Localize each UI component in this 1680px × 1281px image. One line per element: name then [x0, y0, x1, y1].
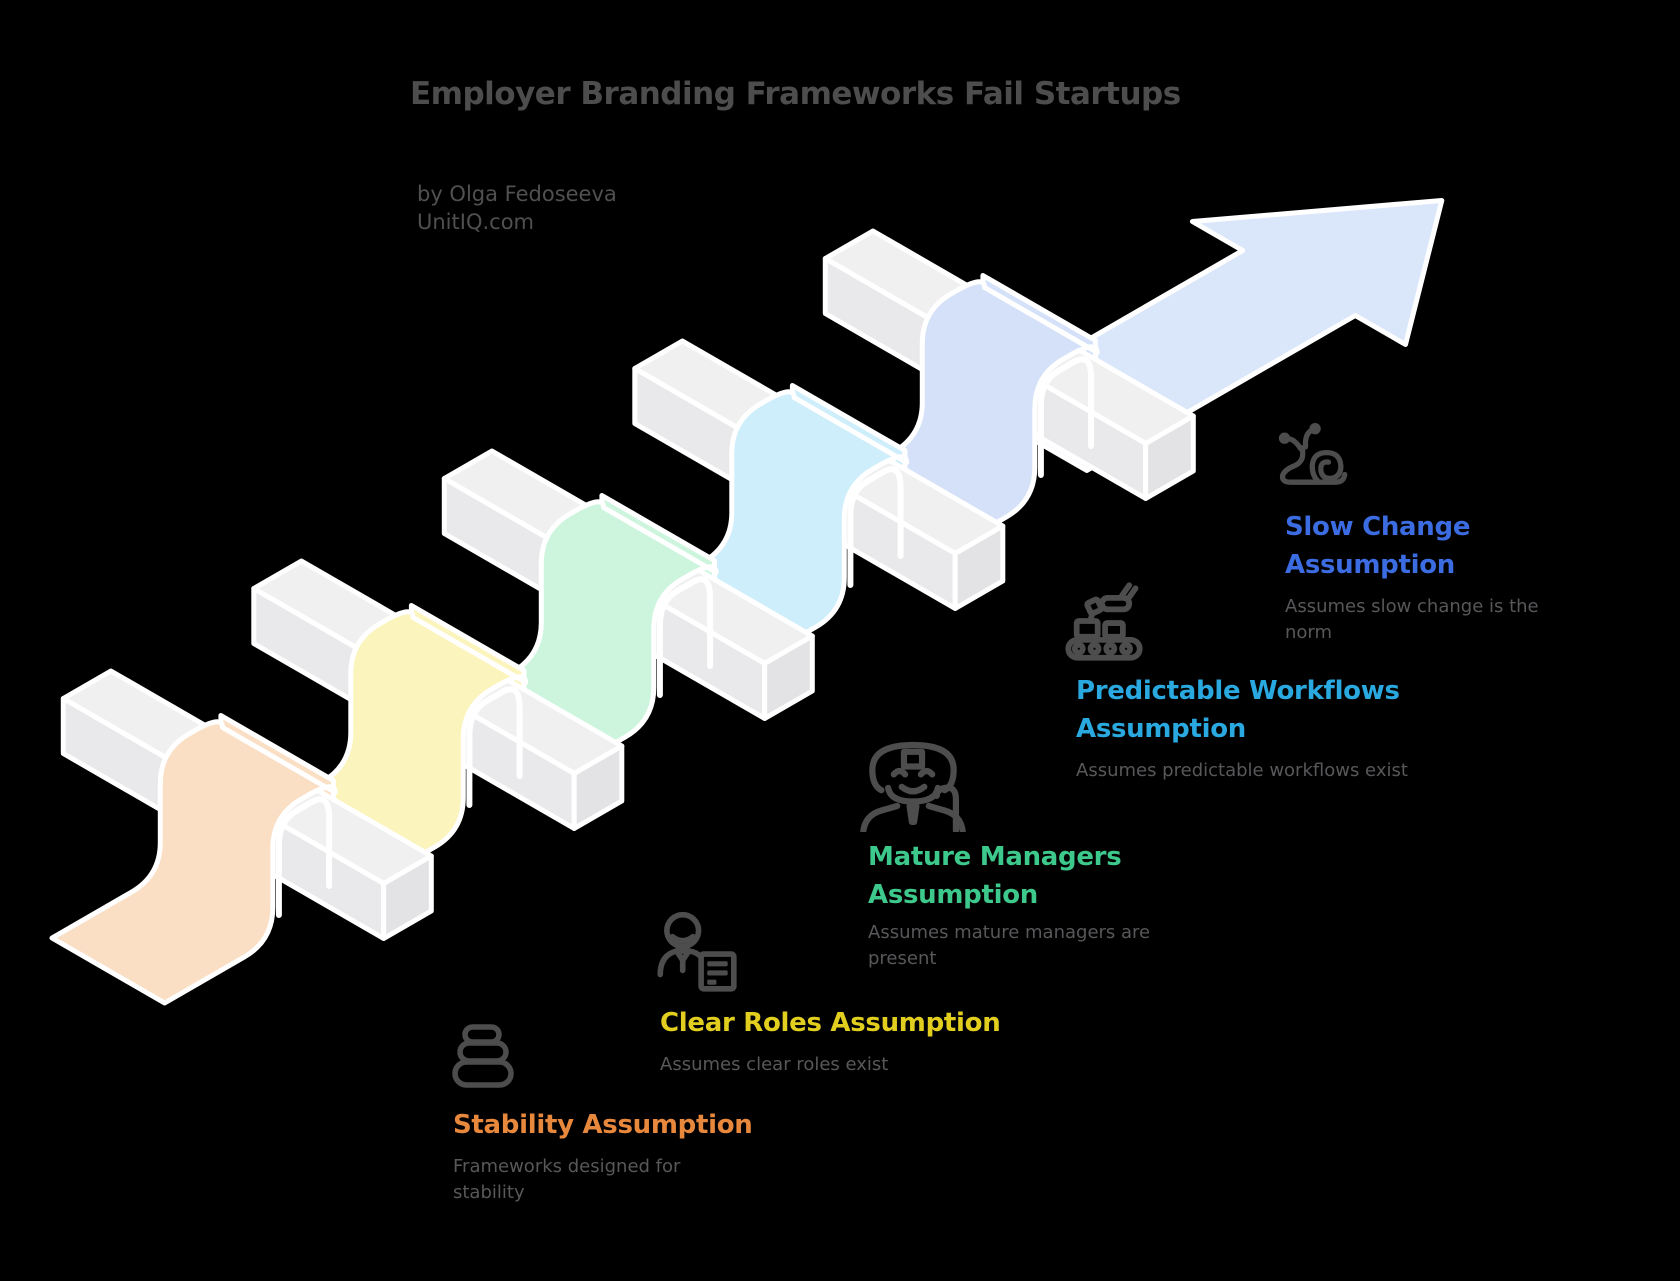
- author-name: by Olga Fedoseeva: [417, 182, 617, 206]
- step-heading: Predictable Workflows Assumption: [1076, 676, 1400, 744]
- step-heading: Mature Managers Assumption: [868, 842, 1122, 910]
- ribbon-step-4: [621, 338, 1006, 676]
- site-name: UnitIQ.com: [417, 210, 534, 234]
- step-description: Frameworks designed for stability: [453, 1156, 681, 1203]
- step-description: Assumes predictable workflows exist: [1076, 760, 1408, 781]
- ribbon-step-1: [49, 668, 434, 1006]
- stones-icon: [443, 1008, 523, 1092]
- step-heading: Stability Assumption: [453, 1110, 753, 1140]
- step-description: Assumes slow change is the norm: [1285, 596, 1539, 643]
- author-byline: by Olga Fedoseeva UnitIQ.com: [417, 180, 617, 236]
- page-title: Employer Branding Frameworks Fail Startu…: [410, 76, 1181, 112]
- step-description: Assumes mature managers are present: [868, 922, 1151, 969]
- elderly-manager-icon: [854, 736, 972, 832]
- snail-icon: [1274, 418, 1360, 490]
- ribbon-step-3: [430, 448, 815, 786]
- step-heading: Slow Change Assumption: [1285, 512, 1471, 580]
- conveyor-robot-arm-icon: [1062, 580, 1146, 664]
- step-description: Assumes clear roles exist: [660, 1054, 889, 1075]
- step-heading: Clear Roles Assumption: [660, 1008, 1001, 1038]
- person-id-card-icon: [650, 908, 742, 994]
